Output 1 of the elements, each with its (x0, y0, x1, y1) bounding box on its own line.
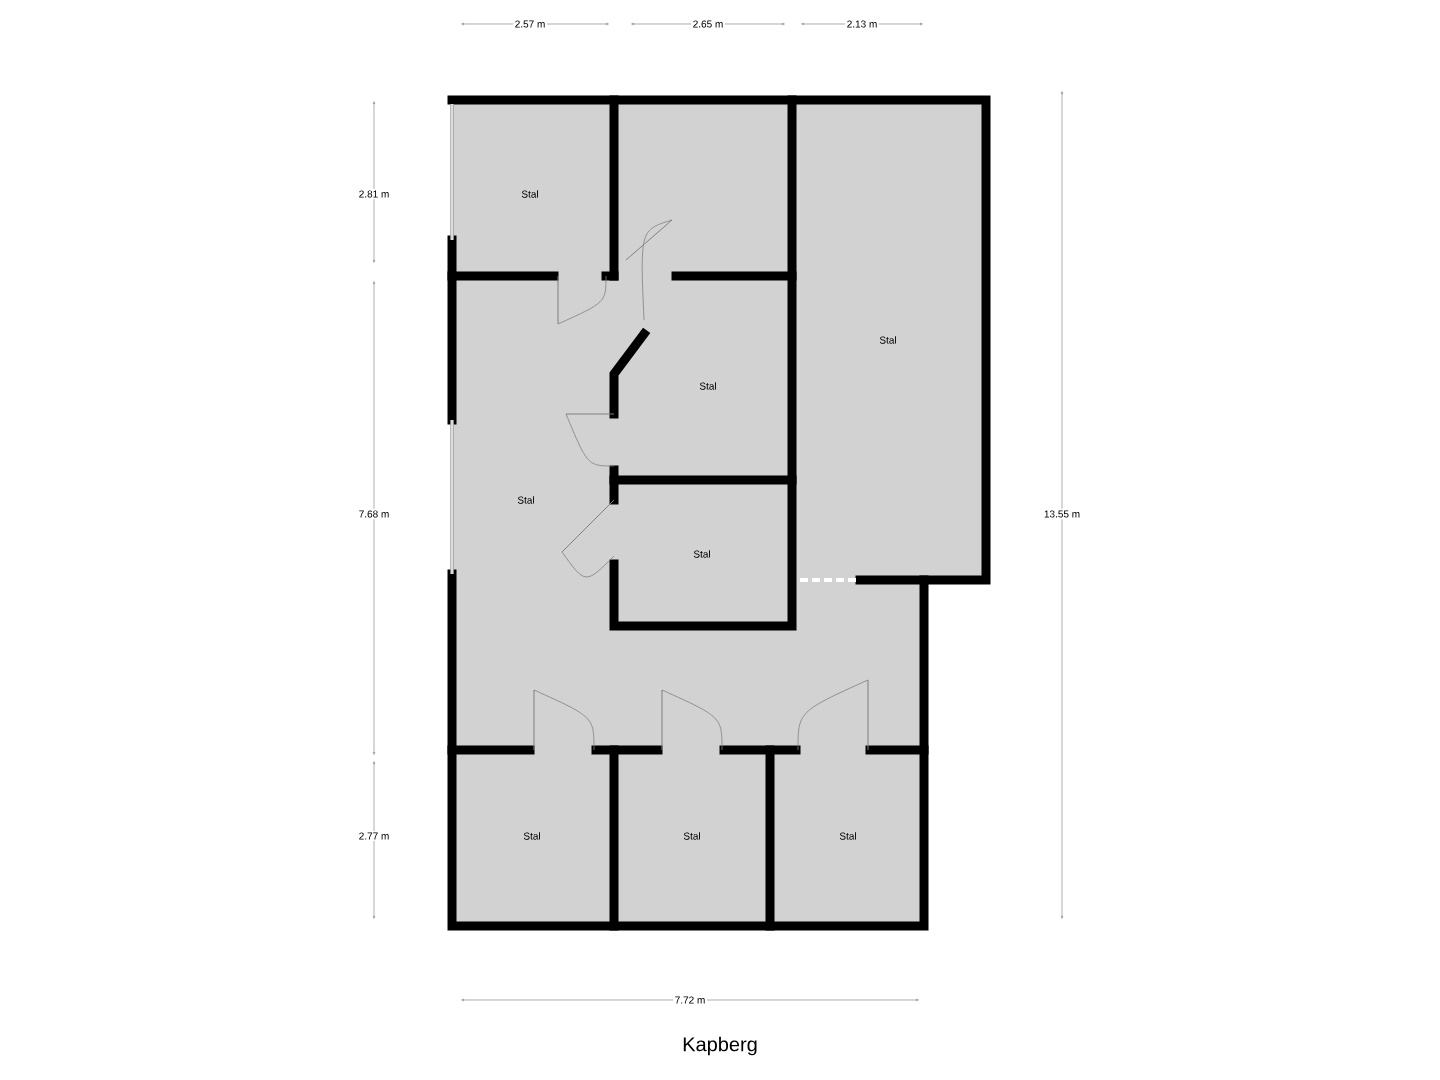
plan-title: Kapberg (683, 1036, 757, 1056)
